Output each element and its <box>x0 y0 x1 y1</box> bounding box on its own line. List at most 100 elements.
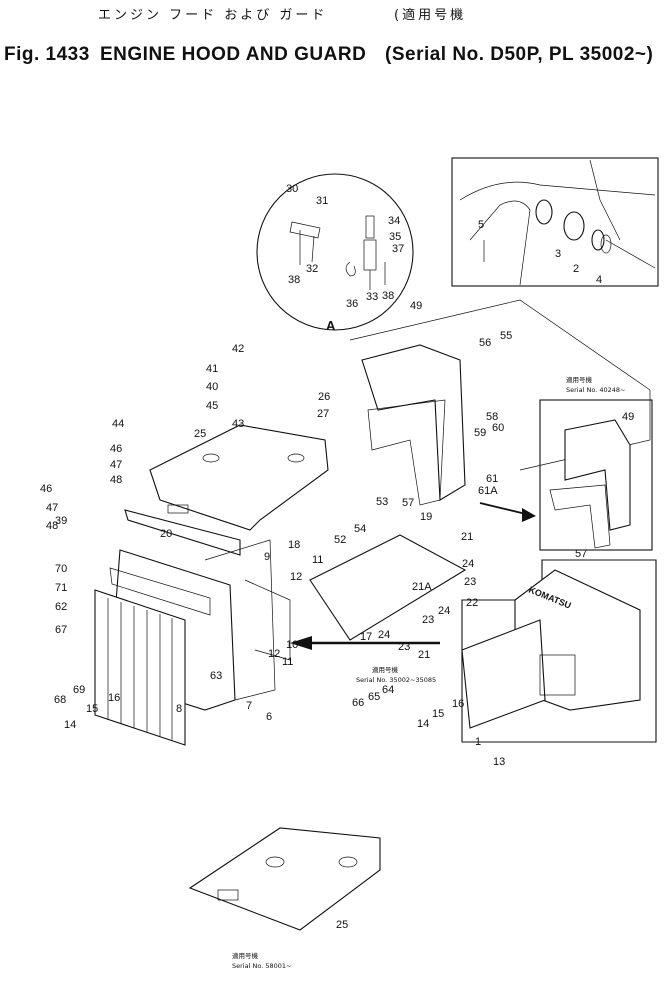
part-label-16-2: 16 <box>452 698 464 710</box>
part-label-23: 23 <box>464 576 476 588</box>
part-label-67: 67 <box>55 624 67 636</box>
part-label-57: 57 <box>402 497 414 509</box>
part-label-47-2: 47 <box>46 502 58 514</box>
part-label-21a: 21A <box>412 581 432 593</box>
part-label-57-2: 57 <box>575 548 587 560</box>
part-label-30: 30 <box>286 183 298 195</box>
part-label-15: 15 <box>86 703 98 715</box>
part-label-11: 11 <box>312 554 323 566</box>
part-label-25: 25 <box>194 428 206 440</box>
part-label-2: 2 <box>573 263 579 275</box>
page-header: エンジン フード および ガード (適用号機 Fig. 1433 ENGINE … <box>0 0 664 80</box>
note-jp-top: 適用号機 <box>566 375 593 384</box>
part-label-25-2: 25 <box>336 919 348 931</box>
serial-note-35002-35085: Serial No. 35002~35085 <box>356 676 436 684</box>
part-label-27: 27 <box>317 408 329 420</box>
serial-range: (Serial No. D50P, PL 35002~) <box>385 44 654 65</box>
part-label-23-3: 23 <box>398 641 410 653</box>
radiator-grille <box>94 567 211 746</box>
part-label-22: 22 <box>466 597 478 609</box>
part-label-55: 55 <box>500 330 512 342</box>
part-label-71: 71 <box>55 582 67 594</box>
part-label-46: 46 <box>110 443 122 455</box>
part-label-59: 59 <box>474 427 486 439</box>
part-label-18: 18 <box>288 539 300 551</box>
part-label-21: 21 <box>461 531 473 543</box>
part-label-68: 68 <box>54 694 66 706</box>
direction-arrow <box>290 636 440 650</box>
part-label-16: 16 <box>108 692 120 704</box>
part-label-14-2: 14 <box>417 718 429 730</box>
part-label-36: 36 <box>346 298 358 310</box>
part-label-17: 17 <box>360 631 372 643</box>
part-label-62: 62 <box>55 601 67 613</box>
part-label-23-2: 23 <box>422 614 434 626</box>
part-label-39: 39 <box>55 515 67 527</box>
part-label-63: 63 <box>210 670 222 682</box>
inset-frame-detail <box>479 399 653 551</box>
part-label-37: 37 <box>392 243 404 255</box>
part-label-31: 31 <box>316 195 328 207</box>
part-label-49-2: 49 <box>622 411 634 423</box>
note-jp-mid: 適用号機 <box>372 665 399 674</box>
part-label-38: 38 <box>288 274 300 286</box>
side-plate <box>309 534 467 641</box>
part-label-48: 48 <box>110 474 122 486</box>
figure-title: ENGINE HOOD AND GUARD <box>100 44 367 65</box>
part-label-11-2: 11 <box>282 656 293 668</box>
part-label-12: 12 <box>290 571 302 583</box>
part-label-32: 32 <box>306 263 318 275</box>
part-label-24-3: 24 <box>378 629 390 641</box>
part-label-9: 9 <box>264 551 270 563</box>
part-label-20: 20 <box>160 528 172 540</box>
part-label-46-2: 46 <box>40 483 52 495</box>
hood-variant <box>188 827 381 931</box>
part-label-45: 45 <box>206 400 218 412</box>
part-label-33: 33 <box>366 291 378 303</box>
part-label-40: 40 <box>206 381 218 393</box>
part-label-41: 41 <box>206 363 218 375</box>
part-label-14: 14 <box>64 719 76 731</box>
part-label-35: 35 <box>389 231 401 243</box>
part-label-61a: 61A <box>478 485 498 497</box>
part-label-58: 58 <box>486 411 498 423</box>
part-label-54: 54 <box>354 523 366 535</box>
part-label-43: 43 <box>232 418 244 430</box>
part-label-70: 70 <box>55 563 67 575</box>
part-label-38-2: 38 <box>382 290 394 302</box>
part-label-24: 24 <box>462 558 474 570</box>
part-label-52: 52 <box>334 534 346 546</box>
part-label-47: 47 <box>110 459 122 471</box>
part-label-21-2: 21 <box>418 649 430 661</box>
serial-japanese: (適用号機 <box>394 8 467 23</box>
inset-komatsu-guard: KOMATSU <box>461 559 657 743</box>
part-label-3: 3 <box>555 248 561 260</box>
part-label-13: 13 <box>493 756 505 768</box>
part-label-24-2: 24 <box>438 605 450 617</box>
part-label-34: 34 <box>388 215 400 227</box>
part-label-4: 4 <box>596 274 602 286</box>
part-label-12-2: 12 <box>268 648 280 660</box>
part-label-64: 64 <box>382 684 394 696</box>
part-label-56: 56 <box>479 337 491 349</box>
serial-note-58001: Serial No. 58001~ <box>232 962 291 970</box>
title-japanese: エンジン フード および ガード <box>98 8 328 23</box>
part-label-42: 42 <box>232 343 244 355</box>
engine-hood <box>149 424 329 531</box>
figure-number: Fig. 1433 <box>4 44 90 65</box>
part-label-8: 8 <box>176 703 182 715</box>
part-label-49: 49 <box>410 300 422 312</box>
part-label-48-2: 48 <box>46 520 58 532</box>
part-label-10: 10 <box>286 639 298 651</box>
part-label-26: 26 <box>318 391 330 403</box>
inset-bushing-detail <box>451 157 659 287</box>
detail-a-circle: A <box>256 173 414 333</box>
part-label-65: 65 <box>368 691 380 703</box>
part-label-61: 61 <box>486 473 498 485</box>
part-label-7: 7 <box>246 700 252 712</box>
part-label-1: 1 <box>475 736 481 748</box>
serial-note-40248: Serial No. 40248~ <box>566 386 625 394</box>
part-label-15-2: 15 <box>432 708 444 720</box>
